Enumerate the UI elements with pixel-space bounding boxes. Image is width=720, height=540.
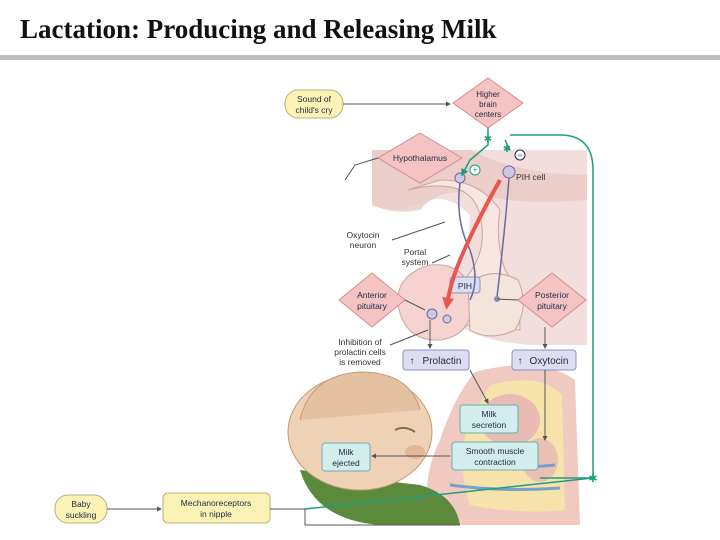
nerve-star-top-left: ✱ [484, 134, 492, 145]
prolactin-box: ↑ Prolactin [402, 349, 470, 371]
anterior-line1: Anterior [357, 290, 387, 300]
smooth-muscle-box: Smooth muscle contraction [451, 441, 539, 471]
baby-suckling-line2: suckling [66, 510, 97, 520]
minus-sign: − [517, 150, 522, 160]
anterior-line2: pituitary [357, 301, 388, 311]
hbc-line3: centers [475, 110, 501, 119]
portal-red-arrow [442, 179, 502, 310]
smooth-muscle-line2: contraction [474, 457, 516, 467]
oxytocin-up-arrow: ↑ [518, 356, 523, 367]
inhibition-line1: Inhibition of [338, 337, 382, 347]
nerve-star-bottom: ✱ [588, 473, 597, 485]
milk-secretion-box: Milk secretion [459, 404, 519, 434]
sound-cry-line1: Sound of [297, 94, 332, 104]
sound-of-childs-cry-box: Sound of child's cry [284, 89, 344, 119]
hypothalamus-label: Hypothalamus [393, 153, 447, 163]
hypothalamus-diamond: Hypothalamus [377, 132, 463, 184]
higher-brain-centers-diamond: Higher brain centers [452, 77, 524, 129]
posterior-line1: Posterior [535, 290, 569, 300]
milk-secretion-line1: Milk [481, 409, 497, 419]
connector-lines [107, 101, 548, 526]
mechanoreceptors-line2: in nipple [200, 509, 232, 519]
baby-suckling-line1: Baby [71, 499, 91, 509]
milk-ejected-box: Milk ejected [321, 442, 371, 472]
milk-ejected-line2: ejected [332, 458, 360, 468]
pih-label: PIH [458, 281, 472, 291]
anterior-pituitary-diamond: Anterior pituitary [338, 272, 406, 328]
smooth-muscle-line1: Smooth muscle [466, 446, 525, 456]
milk-ejected-line1: Milk [338, 447, 354, 457]
title-divider [0, 55, 720, 60]
baby-suckling-box: Baby suckling [54, 494, 108, 524]
milk-secretion-line2: secretion [472, 420, 507, 430]
neural-pathway [304, 128, 594, 510]
hbc-line2: brain [479, 100, 497, 109]
sound-cry-line2: child's cry [295, 105, 333, 115]
mechanoreceptors-box: Mechanoreceptors in nipple [162, 492, 271, 524]
portal-system-line2: system [402, 257, 429, 267]
prolactin-up-arrow: ↑ [410, 356, 415, 367]
neurons [426, 165, 516, 324]
mechanoreceptors-line1: Mechanoreceptors [181, 498, 251, 508]
posterior-line2: pituitary [537, 301, 568, 311]
inhibition-line2: prolactin cells [334, 347, 386, 357]
posterior-pituitary-diamond: Posterior pituitary [517, 272, 587, 328]
plus-sign: + [472, 165, 477, 175]
nerve-star-top-right: ✱ [503, 144, 511, 155]
prolactin-label: Prolactin [423, 356, 462, 367]
oxytocin-label: Oxytocin [530, 356, 569, 367]
oxytocin-neuron-line1: Oxytocin [346, 230, 379, 240]
pih-cell-label: PIH cell [516, 172, 545, 182]
hbc-line1: Higher [476, 90, 500, 99]
slide-title: Lactation: Producing and Releasing Milk [20, 14, 497, 44]
portal-system-line1: Portal [404, 247, 426, 257]
oxytocin-box: ↑ Oxytocin [511, 349, 577, 371]
inhibition-line3: is removed [339, 357, 381, 367]
oxytocin-neuron-line2: neuron [350, 240, 377, 250]
